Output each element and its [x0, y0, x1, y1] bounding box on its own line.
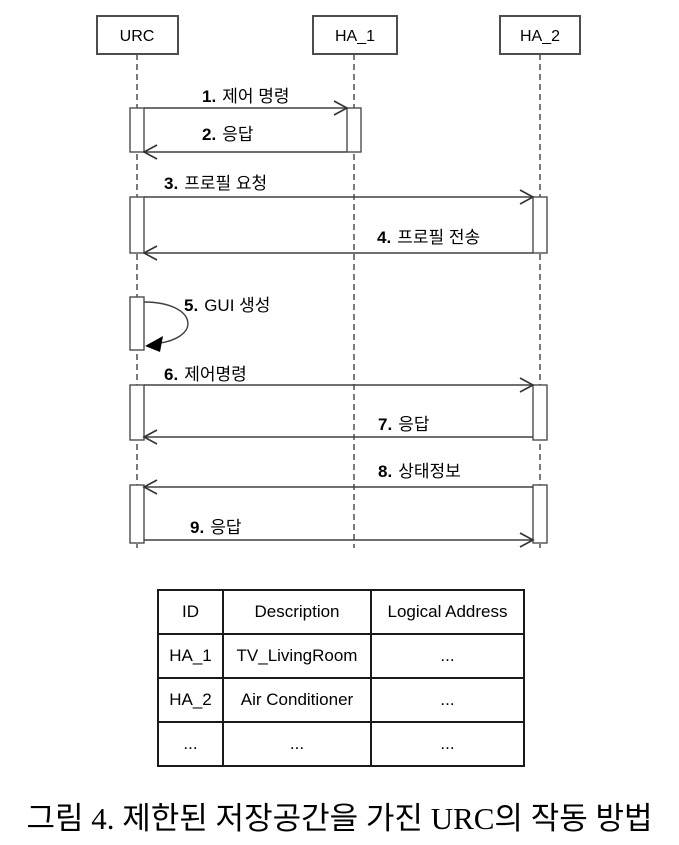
activation-urc-1 [129, 107, 145, 153]
message-9-label: 9.응답 [190, 518, 242, 537]
actor-ha1-box [312, 15, 398, 55]
table-header-row: ID Description Logical Address [157, 589, 525, 635]
message-5-arrowhead [145, 336, 163, 352]
device-table: ID Description Logical Address HA_1 TV_L… [157, 589, 525, 767]
message-9-arrowhead [519, 532, 535, 548]
message-3-arrowhead [519, 189, 535, 205]
actor-ha2-box [499, 15, 581, 55]
message-5-label: 5.GUI 생성 [184, 296, 270, 315]
table-cell-id: HA_1 [157, 633, 224, 679]
activation-ha2-1 [532, 196, 548, 254]
table-cell-logical-address: ... [370, 677, 525, 723]
activation-urc-3 [129, 296, 145, 351]
activation-ha2-3 [532, 484, 548, 544]
table-cell-logical-address: ... [370, 721, 525, 767]
message-4-label: 4.프로필 전송 [377, 228, 480, 247]
table-header-id: ID [157, 589, 224, 635]
table-cell-id: ... [157, 721, 224, 767]
figure-caption: 그림 4. 제한된 저장공간을 가진 URC의 작동 방법 [26, 801, 653, 836]
message-2-arrowhead [142, 144, 158, 160]
actor-urc-label: URC [120, 28, 155, 45]
table-row: HA_1 TV_LivingRoom ... [157, 633, 525, 679]
message-1-arrowhead [333, 100, 349, 116]
message-4-arrowhead [142, 245, 158, 261]
table-row: ... ... ... [157, 721, 525, 767]
message-8-label: 8.상태정보 [378, 462, 461, 481]
message-8-arrowhead [142, 479, 158, 495]
message-7-label: 7.응답 [378, 415, 430, 434]
message-5-selfloop [143, 301, 189, 345]
table-row: HA_2 Air Conditioner ... [157, 677, 525, 723]
table-cell-id: HA_2 [157, 677, 224, 723]
table-header-description: Description [222, 589, 372, 635]
activation-ha2-2 [532, 384, 548, 441]
message-1-label: 1.제어 명령 [202, 87, 289, 106]
activation-urc-4 [129, 384, 145, 441]
table-cell-description: ... [222, 721, 372, 767]
actor-ha2: HA_2 [499, 15, 581, 55]
actor-ha1-label: HA_1 [335, 28, 375, 45]
activation-urc-2 [129, 196, 145, 254]
message-3-label: 3.프로필 요청 [164, 174, 267, 193]
message-2-label: 2.응답 [202, 125, 254, 144]
table-header-logical-address: Logical Address [370, 589, 525, 635]
actor-urc-box [96, 15, 179, 55]
actor-urc: URC [96, 15, 179, 55]
actor-ha2-label: HA_2 [520, 28, 560, 45]
message-7-arrowhead [142, 429, 158, 445]
table-cell-description: TV_LivingRoom [222, 633, 372, 679]
activation-ha1-1 [346, 107, 362, 153]
actor-ha1: HA_1 [312, 15, 398, 55]
table-cell-logical-address: ... [370, 633, 525, 679]
activation-urc-5 [129, 484, 145, 544]
table-cell-description: Air Conditioner [222, 677, 372, 723]
message-6-arrowhead [519, 377, 535, 393]
message-6-label: 6.제어명령 [164, 365, 247, 384]
sequence-diagram: URC HA_1 HA_2 1.제어 명령 2.응답 3.프로필 요청 4.프로… [96, 15, 581, 548]
